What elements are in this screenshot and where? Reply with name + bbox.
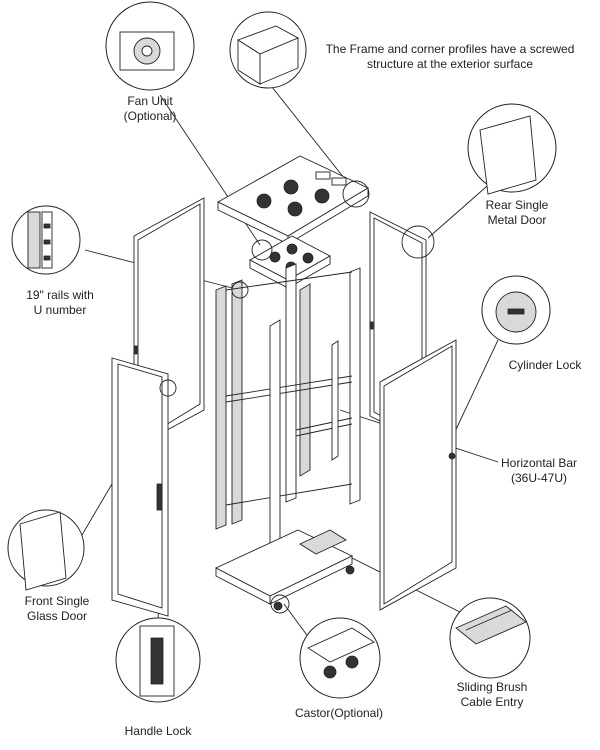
label-rails: 19" rails with U number (8, 288, 112, 318)
label-brush-entry: Sliding Brush Cable Entry (440, 680, 544, 710)
label-horizontal-bar-line1: Horizontal Bar (500, 456, 578, 470)
side-panel (379, 339, 457, 611)
label-fan-unit-line1: Fan Unit (127, 94, 173, 108)
label-cylinder-lock: Cylinder Lock (496, 358, 594, 373)
label-frame-profiles-line1: The Frame and corner profiles have a scr… (325, 42, 575, 56)
label-rear-door: Rear Single Metal Door (470, 198, 564, 228)
label-fan-unit: Fan Unit (Optional) (112, 94, 188, 124)
label-front-door-line2: Glass Door (26, 609, 88, 623)
label-handle-lock: Handle Lock (112, 724, 204, 739)
label-horizontal-bar-line2: (36U-47U) (510, 471, 567, 485)
label-handle-lock-line1: Handle Lock (124, 724, 192, 738)
detail-callouts (7, 1, 557, 703)
attachment-markers (159, 180, 435, 614)
label-rear-door-line2: Metal Door (487, 213, 547, 227)
label-brush-entry-line1: Sliding Brush (456, 680, 528, 694)
cabinet-base (214, 529, 355, 611)
label-front-door-line1: Front Single (24, 594, 90, 608)
label-frame-profiles: The Frame and corner profiles have a scr… (308, 42, 592, 72)
label-fan-unit-line2: (Optional) (123, 109, 177, 123)
front-glass-door (111, 357, 169, 617)
label-horizontal-bar: Horizontal Bar (36U-47U) (490, 456, 588, 486)
label-rails-line2: U number (33, 303, 87, 317)
label-cylinder-lock-line1: Cylinder Lock (508, 358, 582, 372)
label-castor-line1: Castor(Optional) (294, 706, 384, 720)
label-rear-door-line1: Rear Single (485, 198, 549, 212)
label-brush-entry-line2: Cable Entry (460, 695, 524, 709)
top-panel (217, 155, 369, 245)
label-rails-line1: 19" rails with (26, 288, 94, 302)
label-castor: Castor(Optional) (282, 706, 396, 721)
cabinet-frame (215, 263, 361, 567)
label-frame-profiles-line2: structure at the exterior surface (366, 57, 534, 71)
label-front-door: Front Single Glass Door (8, 594, 106, 624)
